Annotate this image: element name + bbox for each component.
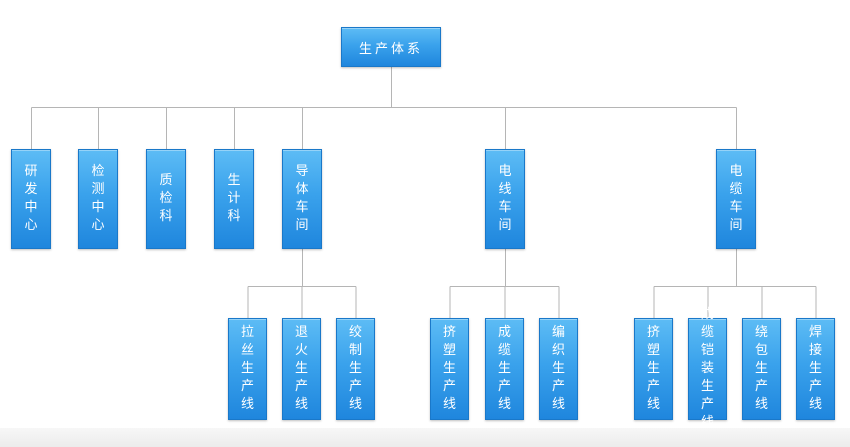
level1-node: 研发中心: [11, 149, 51, 249]
level2-node: 编织生产线: [539, 318, 578, 420]
level2-node: 成缆生产线: [485, 318, 524, 420]
level2-node: 绞制生产线: [336, 318, 375, 420]
level2-node-label: 挤塑生产线: [442, 325, 456, 412]
level1-node: 电线车间: [485, 149, 525, 249]
level1-node: 导体车间: [282, 149, 322, 249]
level1-node: 电缆车间: [716, 149, 756, 249]
level2-node-label: 拉丝生产线: [240, 325, 254, 412]
level2-node-label: 焊接生产线: [808, 325, 822, 412]
level2-node-label: 成缆生产线: [497, 325, 511, 412]
level2-node: 拉丝生产线: [228, 318, 267, 420]
level2-node: 绕包生产线: [742, 318, 781, 420]
level2-node-label: 成缆铠装生产线: [700, 307, 714, 430]
floor-shadow: [0, 428, 850, 447]
level2-node: 焊接生产线: [796, 318, 835, 420]
level1-node-label: 导体车间: [295, 164, 309, 233]
root-label: 生产体系: [358, 41, 423, 57]
level1-node: 质检科: [146, 149, 186, 249]
level1-node-label: 电线车间: [498, 164, 512, 233]
level2-node-label: 挤塑生产线: [646, 325, 660, 412]
level2-node: 挤塑生产线: [430, 318, 469, 420]
level2-node: 成缆铠装生产线: [688, 307, 727, 430]
root-node: 生产体系: [341, 27, 441, 67]
level1-node: 生计科: [214, 149, 254, 249]
level1-node-label: 质检科: [159, 173, 173, 224]
level1-node-label: 检测中心: [91, 164, 105, 233]
level2-node: 挤塑生产线: [634, 318, 673, 420]
level1-node-label: 电缆车间: [729, 164, 743, 233]
level1-node-label: 研发中心: [24, 164, 38, 233]
level1-node: 检测中心: [78, 149, 118, 249]
level2-node: 退火生产线: [282, 318, 321, 420]
level1-node-label: 生计科: [227, 173, 241, 224]
level2-node-label: 绞制生产线: [348, 325, 362, 412]
level2-node-label: 编织生产线: [551, 325, 565, 412]
level2-node-label: 退火生产线: [294, 325, 308, 412]
level2-node-label: 绕包生产线: [754, 325, 768, 412]
